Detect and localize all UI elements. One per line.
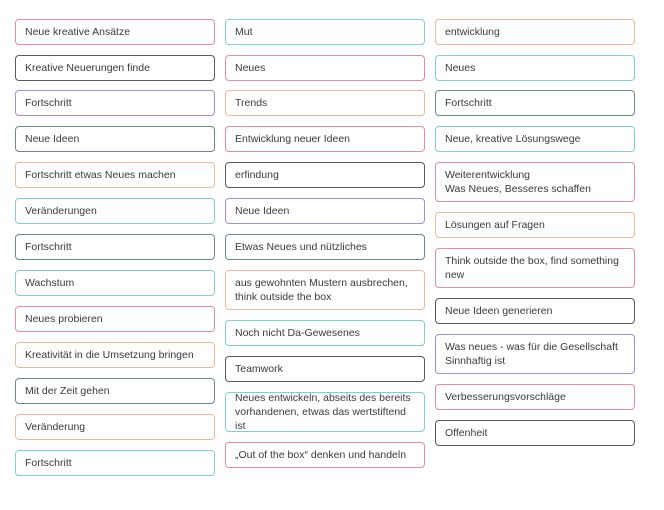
sticky-note[interactable]: Neue, kreative Lösungswege: [435, 126, 635, 152]
sticky-note[interactable]: Wachstum: [15, 270, 215, 296]
sticky-note[interactable]: Neue Ideen generieren: [435, 298, 635, 324]
sticky-note[interactable]: Fortschritt etwas Neues machen: [15, 162, 215, 188]
sticky-note[interactable]: Fortschritt: [15, 90, 215, 116]
sticky-note[interactable]: Neue Ideen: [15, 126, 215, 152]
sticky-note[interactable]: Mit der Zeit gehen: [15, 378, 215, 404]
sticky-note[interactable]: Mut: [225, 19, 425, 45]
sticky-note[interactable]: Lösungen auf Fragen: [435, 212, 635, 238]
sticky-note[interactable]: aus gewohnten Mustern ausbrechen, think …: [225, 270, 425, 310]
sticky-note[interactable]: „Out of the box“ denken und handeln: [225, 442, 425, 468]
sticky-note[interactable]: Noch nicht Da-Gewesenes: [225, 320, 425, 346]
sticky-note[interactable]: Fortschritt: [15, 234, 215, 260]
sticky-note[interactable]: Offenheit: [435, 420, 635, 446]
sticky-note[interactable]: Fortschritt: [435, 90, 635, 116]
sticky-note[interactable]: Trends: [225, 90, 425, 116]
sticky-note[interactable]: Neues: [225, 55, 425, 81]
sticky-note[interactable]: Was neues - was für die Gesellschaft Sin…: [435, 334, 635, 374]
sticky-note[interactable]: Neues: [435, 55, 635, 81]
sticky-note[interactable]: entwicklung: [435, 19, 635, 45]
sticky-note[interactable]: erfindung: [225, 162, 425, 188]
sticky-note[interactable]: Veränderung: [15, 414, 215, 440]
sticky-note[interactable]: Neue kreative Ansätze: [15, 19, 215, 45]
sticky-note[interactable]: Kreativität in die Umsetzung bringen: [15, 342, 215, 368]
sticky-note[interactable]: Etwas Neues und nützliches: [225, 234, 425, 260]
sticky-note[interactable]: Neues entwickeln, abseits des bereits vo…: [225, 392, 425, 432]
sticky-note[interactable]: Teamwork: [225, 356, 425, 382]
sticky-note[interactable]: Think outside the box, find something ne…: [435, 248, 635, 288]
sticky-note[interactable]: Kreative Neuerungen finde: [15, 55, 215, 81]
sticky-note[interactable]: Entwicklung neuer Ideen: [225, 126, 425, 152]
sticky-note[interactable]: Weiterentwicklung Was Neues, Besseres sc…: [435, 162, 635, 202]
sticky-note[interactable]: Fortschritt: [15, 450, 215, 476]
sticky-note[interactable]: Verbesserungsvorschläge: [435, 384, 635, 410]
sticky-note[interactable]: Neues probieren: [15, 306, 215, 332]
sticky-note[interactable]: Veränderungen: [15, 198, 215, 224]
sticky-note[interactable]: Neue Ideen: [225, 198, 425, 224]
